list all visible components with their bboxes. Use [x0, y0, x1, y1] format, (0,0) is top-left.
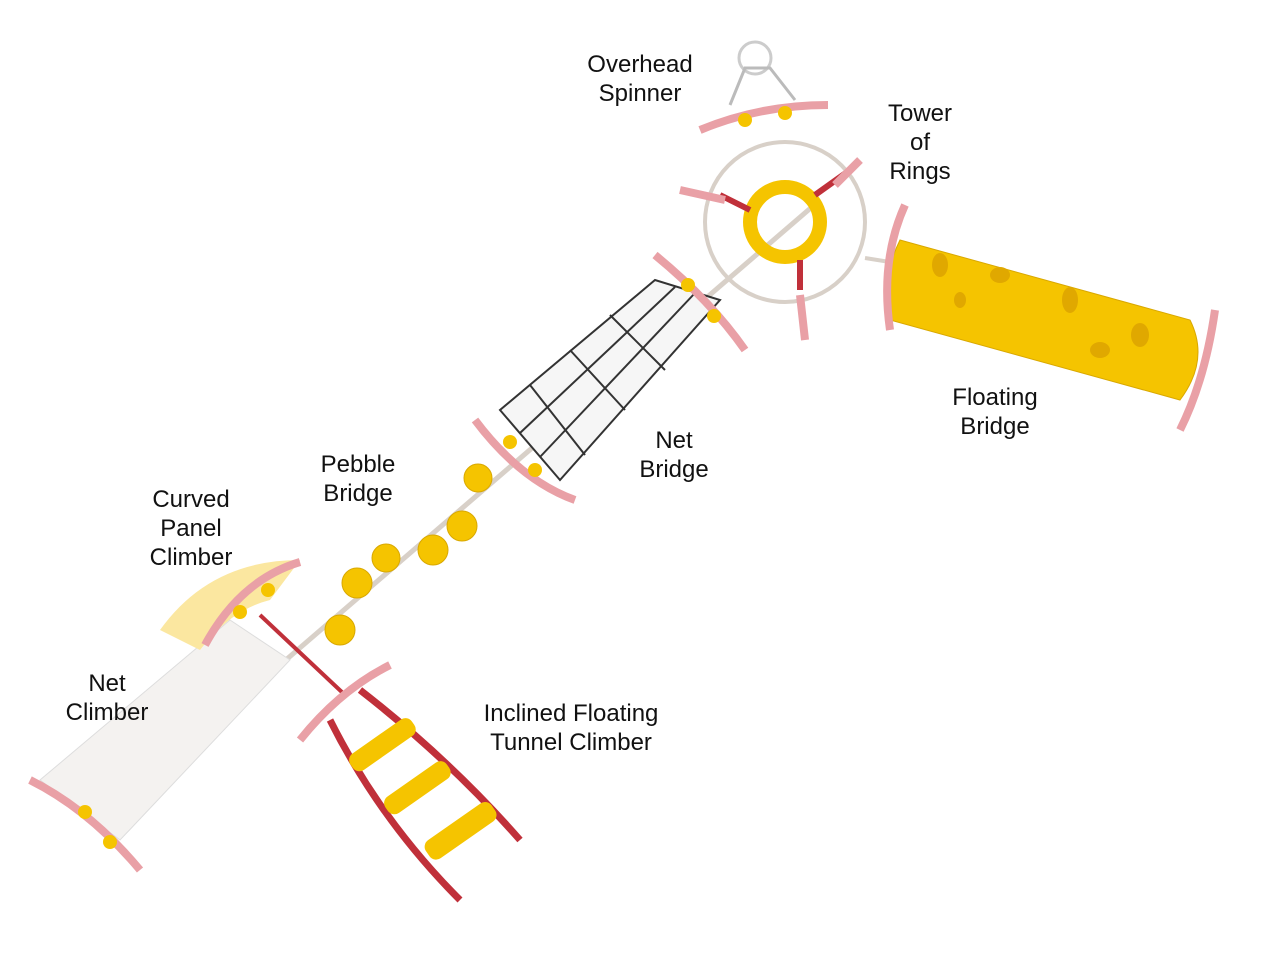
- label-line: Bridge: [639, 456, 709, 483]
- label-line: of: [909, 129, 930, 156]
- label-net-climber: Net Climber: [66, 669, 149, 727]
- label-line: Panel: [160, 515, 222, 542]
- label-net-bridge: Net Bridge: [639, 426, 708, 484]
- label-line: Tower: [887, 100, 953, 127]
- pebble-bridge-shape: [324, 463, 493, 646]
- label-floating-bridge: Floating Bridge: [952, 383, 1037, 441]
- label-curved-panel-climber: Curved Panel Climber: [150, 485, 233, 572]
- net-bridge-shape: [471, 251, 749, 504]
- tower-of-rings-shape: [679, 140, 867, 341]
- label-line: Overhead: [587, 51, 693, 78]
- label-line: Climber: [149, 544, 233, 571]
- label-line: Spinner: [598, 80, 682, 107]
- label-line: Pebble: [320, 451, 396, 478]
- label-line: Climber: [65, 699, 149, 726]
- net-climber-shape: [28, 619, 291, 873]
- label-line: Net: [88, 670, 126, 697]
- label-inclined-floating-tunnel-climber: Inclined Floating Tunnel Climber: [484, 699, 659, 757]
- label-tower-of-rings: Tower of Rings: [888, 99, 952, 186]
- label-line: Tunnel Climber: [490, 729, 652, 756]
- label-line: Inclined Floating: [483, 700, 659, 727]
- curved-panel-climber-shape: [160, 558, 302, 650]
- inclined-tunnel-climber-shape: [258, 613, 523, 903]
- label-line: Bridge: [960, 413, 1030, 440]
- label-line: Floating: [952, 384, 1038, 411]
- label-overhead-spinner: Overhead Spinner: [587, 50, 692, 108]
- floating-bridge-shape: [864, 203, 1219, 432]
- label-line: Bridge: [323, 480, 393, 507]
- label-line: Curved: [152, 486, 230, 513]
- label-line: Net: [655, 427, 693, 454]
- label-pebble-bridge: Pebble Bridge: [321, 450, 396, 508]
- label-line: Rings: [889, 158, 951, 185]
- overhead-spinner-shape: [698, 40, 829, 134]
